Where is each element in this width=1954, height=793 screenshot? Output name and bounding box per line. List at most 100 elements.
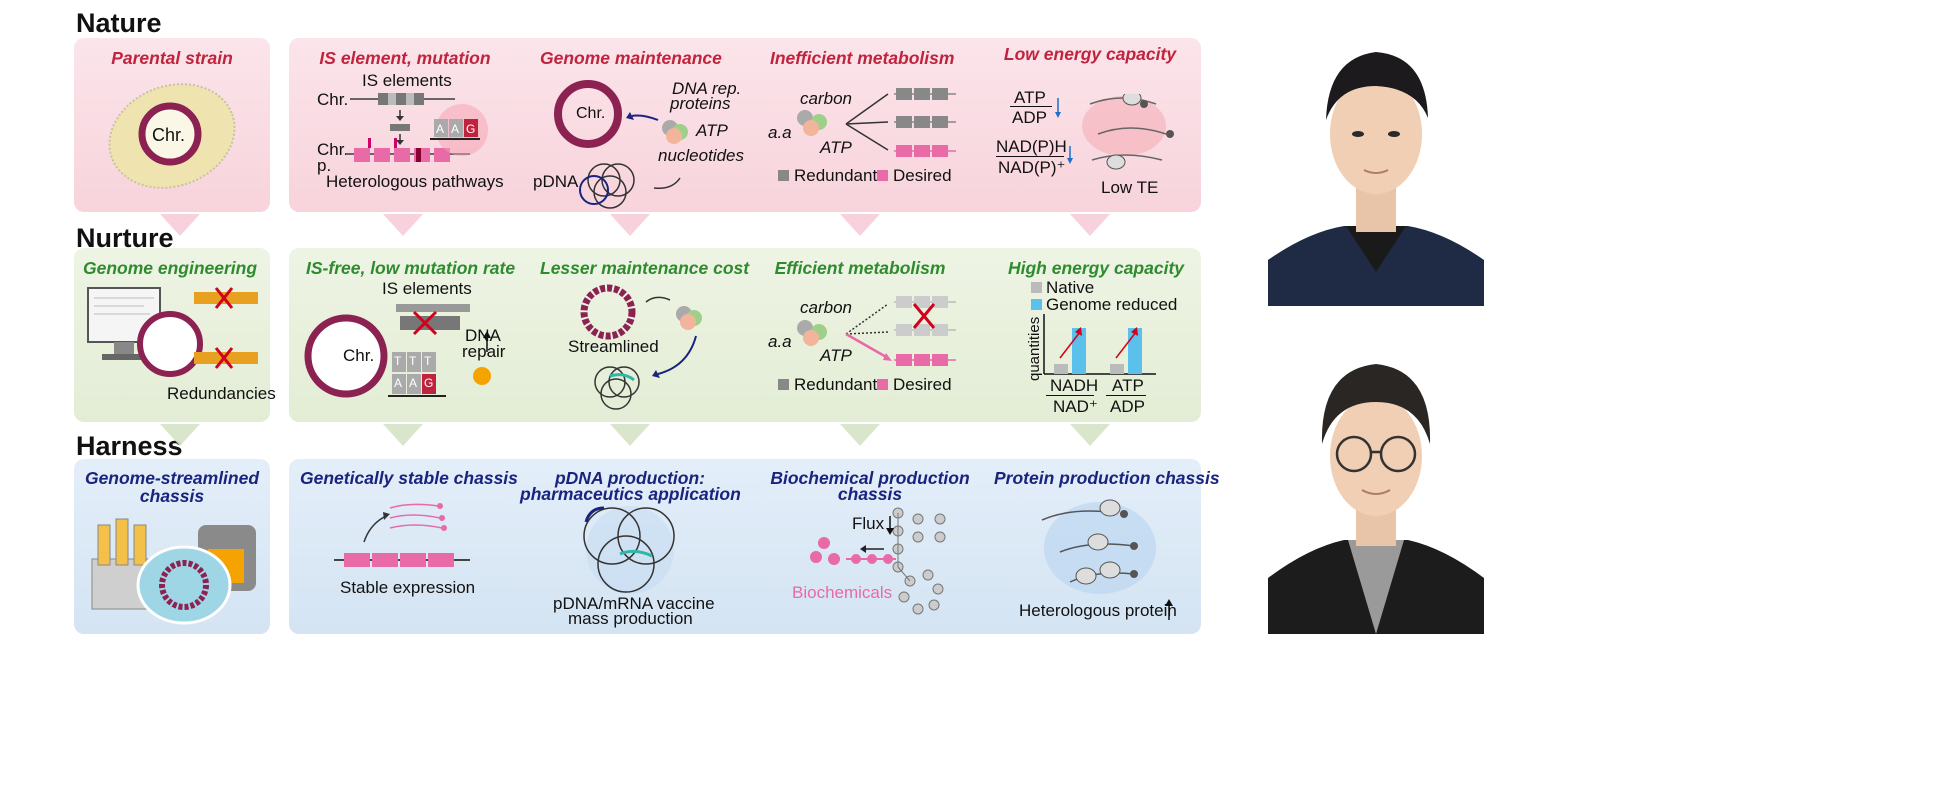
energy-adp-label: ADP [1012,108,1047,127]
pdna-vaccine-label: pDNA/mRNA vaccine [553,594,715,613]
section-title-harness: Harness [76,431,183,461]
is-free-title: IS-free, low mutation rate [306,258,516,278]
section-title-nature: Nature [76,8,162,38]
eff-aa-label: a.a [768,332,792,351]
high-energy-bars [1043,314,1156,375]
native-label: Native [1046,278,1095,297]
stable-expression-label: Stable expression [340,578,476,597]
eff-redundant-swatch [778,379,789,390]
genome-maintenance-title: Genome maintenance [540,48,722,68]
nadph-label: NAD(P)H [996,137,1067,156]
metab-atp-label: ATP [820,138,852,157]
genome-reduced-label: Genome reduced [1046,295,1178,314]
heterologous-pathways-label: Heterologous pathways [326,172,504,191]
genome-atp-label: ATP [696,121,728,140]
biochemical-title-1: Biochemical production [770,468,970,488]
pdna-production-title-1: pDNA production: [554,468,705,488]
redundant-swatch [778,170,789,181]
nad-label: NAD⁺ [1053,397,1098,416]
isfree-top-base-1: T [394,354,402,368]
repair-up-arrow-icon [483,331,491,352]
genome-engineering-title: Genome engineering [82,258,258,278]
protein-up-arrow-icon [1165,599,1173,620]
nucleotides-label: nucleotides [658,146,745,165]
portrait-photo-2 [1268,340,1484,634]
energy-atp-label: ATP [1014,88,1046,107]
is-free-figure [304,304,491,398]
flux-label: Flux [852,514,885,533]
nadh-fraction-bar [1046,395,1094,396]
parental-strain-title: Parental strain [111,48,233,68]
flow-arrows [160,214,1110,446]
high-atp-fraction-bar [1106,395,1146,396]
is-chr-label-2: Chr. [317,140,349,159]
isfree-is-elements-label: IS elements [382,279,472,298]
efficient-metabolism-figure [797,296,956,366]
eff-desired-label: Desired [893,375,952,394]
inefficient-metabolism-title: Inefficient metabolism [770,48,955,68]
eff-desired-swatch [877,379,888,390]
stable-chassis-title: Genetically stable chassis [300,468,518,488]
nadh-label: NADH [1050,376,1099,395]
pdna-label: pDNA [533,172,579,191]
desired-swatch [877,170,888,181]
heterologous-protein-label: Heterologous protein [1019,601,1177,620]
metab-aa-label: a.a [768,123,792,142]
flux-down-arrow-icon [886,516,894,535]
stable-expression-figure [334,503,470,567]
isfree-bottom-base-3: G [424,376,434,390]
isfree-chr-label: Chr. [343,346,375,365]
streamlined-label: Streamlined [568,337,659,356]
pdna-production-title-2: pharmaceutics application [520,484,741,504]
nadp-label: NAD(P)⁺ [998,158,1066,177]
native-swatch [1031,282,1042,293]
high-energy-title: High energy capacity [1007,258,1185,278]
biochemical-title-2: chassis [837,484,903,504]
isfree-top-base-2: T [409,354,417,368]
is-base-1: A [436,122,445,136]
lesser-maintenance-title: Lesser maintenance cost [540,258,750,278]
is-base-2: A [451,122,460,136]
is-p-label: p. [317,156,332,175]
parental-chr-label: Chr. [152,125,186,145]
dna-rep-label: DNA rep. [672,79,742,98]
portrait-photo-1 [1268,22,1484,306]
pdna-production-figure [583,506,675,594]
inefficient-metabolism-figure [797,88,956,157]
high-atp-label: ATP [1112,376,1144,395]
is-element-title: IS element, mutation [319,48,491,68]
mass-production-label: mass production [568,609,693,628]
genome-engineering-figure [87,287,258,377]
streamlined-chassis-title-2: chassis [139,486,205,506]
repair-label: repair [462,342,506,361]
biochemical-figure [810,507,946,615]
bioreactor-figure [91,518,256,625]
biochemicals-label: Biochemicals [792,583,893,602]
low-energy-title: Low energy capacity [1003,44,1177,64]
dna-label: DNA [465,326,501,345]
genome-reduced-swatch [1031,299,1042,310]
low-te-label: Low TE [1101,178,1159,197]
desired-label: Desired [893,166,952,185]
genome-chr-label: Chr. [576,105,606,122]
isfree-top-base-3: T [424,354,432,368]
lesser-maintenance-figure [580,284,702,410]
atp-fraction-bar [1010,106,1052,107]
eff-carbon-label: carbon [800,298,852,317]
redundant-label: Redundant [794,166,878,185]
efficient-metabolism-title: Efficient metabolism [774,258,946,278]
eff-redundant-label: Redundant [794,375,878,394]
parental-cell-figure [108,83,236,189]
nurture-main-panel [289,248,1201,422]
high-adp-label: ADP [1110,397,1145,416]
low-energy-figure [1055,94,1174,170]
nadph-fraction-bar [996,156,1064,157]
is-element-figure [346,93,488,162]
streamlined-chassis-title-1: Genome-streamlined [84,468,260,488]
redundancies-label: Redundancies [167,384,276,403]
is-elements-label: IS elements [362,71,452,90]
metab-carbon-label: carbon [800,89,852,108]
eff-atp-label: ATP [820,346,852,365]
isfree-bottom-base-2: A [409,376,418,390]
is-base-3: G [466,122,476,136]
